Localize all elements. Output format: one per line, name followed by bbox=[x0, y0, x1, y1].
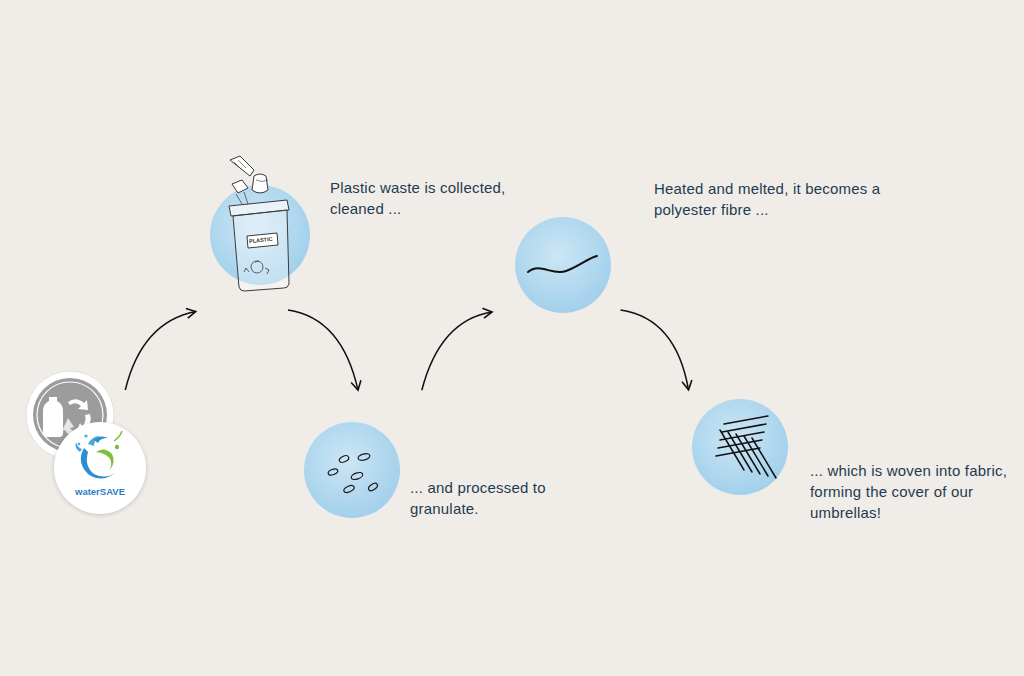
weave-stroke bbox=[744, 436, 768, 476]
weave-stroke bbox=[718, 440, 762, 448]
curved-arrow bbox=[125, 312, 195, 390]
plastic-bin bbox=[229, 156, 289, 291]
curved-arrow bbox=[288, 310, 358, 390]
weave-stroke bbox=[752, 438, 776, 478]
step-text: Heated and melted, it becomes a polyeste… bbox=[654, 178, 904, 220]
granulate-pellets bbox=[327, 453, 378, 494]
step-text: Plastic waste is collected, cleaned ... bbox=[330, 177, 510, 219]
fibre-line bbox=[528, 256, 597, 272]
step-circle: Plastic waste is collected, cleaned ... bbox=[210, 185, 310, 285]
step-circle: ... which is woven into fabric, forming … bbox=[692, 399, 788, 495]
water-splash-logo bbox=[76, 431, 123, 479]
curved-arrow bbox=[621, 310, 689, 390]
logo-badge: waterSAVE bbox=[54, 422, 146, 514]
step-text: ... which is woven into fabric, forming … bbox=[810, 460, 1020, 523]
weave-stroke bbox=[724, 416, 768, 424]
step-text: ... and processed to granulate. bbox=[410, 477, 575, 519]
step-circle: ... and processed to granulate. bbox=[304, 422, 400, 518]
weave-stroke bbox=[720, 430, 744, 470]
weave-stroke bbox=[722, 424, 766, 432]
fabric-weave bbox=[716, 416, 776, 478]
weave-stroke bbox=[728, 432, 752, 472]
curved-arrow bbox=[422, 312, 492, 390]
weave-stroke bbox=[716, 448, 760, 456]
weave-stroke bbox=[736, 434, 760, 474]
step-circle: Heated and melted, it becomes a polyeste… bbox=[515, 217, 611, 313]
logo-text: waterSAVE bbox=[54, 486, 146, 497]
weave-stroke bbox=[720, 432, 764, 440]
